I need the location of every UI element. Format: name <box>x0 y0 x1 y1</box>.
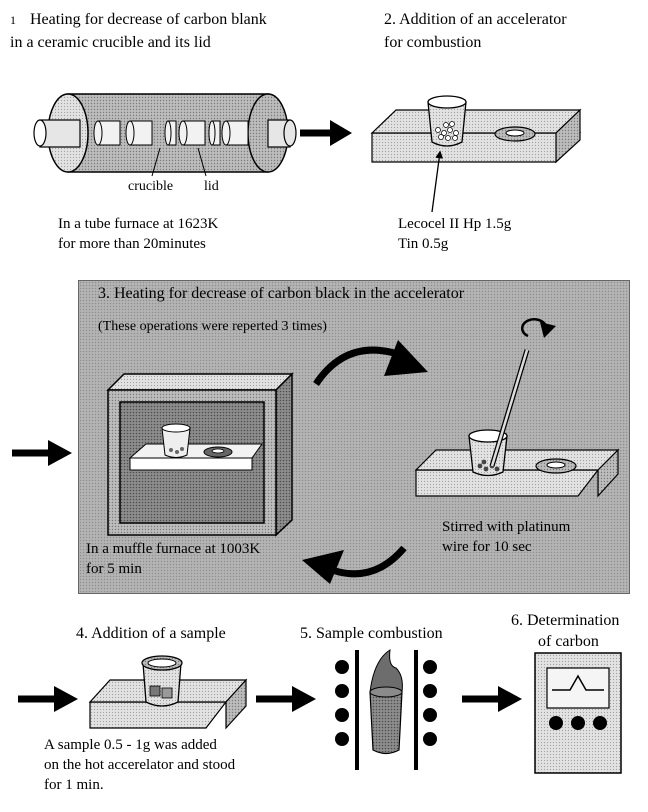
carbon-analyzer-icon <box>534 652 622 774</box>
accelerator-line1: Lecocel II Hp 1.5g <box>398 216 512 232</box>
step1-number: 1 <box>10 13 16 27</box>
sample-line2: on the hot accerelator and stood <box>44 757 236 773</box>
accelerator-line2: Tin 0.5g <box>398 236 449 252</box>
stir-rod-icon <box>489 349 530 467</box>
crucible-label: crucible <box>128 179 174 194</box>
plate-icon <box>414 448 620 498</box>
step6-title-line2: of carbon <box>538 633 599 650</box>
crucible-icon <box>427 95 467 147</box>
stirred-line1: Stirred with platinum <box>442 519 571 535</box>
muffle-furnace-icon <box>106 372 294 537</box>
curved-arrow-icon <box>302 545 407 584</box>
arrow-right-icon <box>300 120 352 146</box>
arrow-right-icon <box>12 440 72 466</box>
step5-title: 5. Sample combustion <box>300 625 443 642</box>
rotation-icon <box>521 318 556 338</box>
curved-arrow-icon <box>313 340 428 386</box>
muffle-line2: for 5 min <box>86 561 142 577</box>
tube-furnace-line2: for more than 20minutes <box>58 236 206 252</box>
tube-furnace-icon <box>33 93 297 177</box>
lid-icon <box>494 126 536 142</box>
step4-title: 4. Addition of a sample <box>76 625 226 642</box>
step1-title-line2: in a ceramic crucible and its lid <box>10 34 211 51</box>
induction-coil-icon <box>335 649 437 770</box>
step3-note: (These operations were reperted 3 times) <box>98 319 327 334</box>
sample-line3: for 1 min. <box>44 777 104 793</box>
arrow-right-icon <box>462 686 522 712</box>
crucible-icon <box>141 655 183 707</box>
lid-icon <box>535 458 577 474</box>
arrow-right-icon <box>256 686 316 712</box>
tube-furnace-line1: In a tube furnace at 1623K <box>58 216 219 232</box>
arrow-right-icon <box>18 686 78 712</box>
step3-title: 3. Heating for decrease of carbon black … <box>98 285 465 302</box>
stirred-line2: wire for 10 sec <box>442 539 532 555</box>
plate-icon <box>370 108 582 164</box>
step2-title-line1: 2. Addition of an accelerator <box>384 11 567 28</box>
muffle-line1: In a muffle furnace at 1003K <box>86 541 261 557</box>
sample-line1: A sample 0.5 - 1g was added <box>44 737 217 753</box>
step3-panel <box>78 280 630 594</box>
lid-label: lid <box>204 179 219 194</box>
step2-title-line2: for combustion <box>384 34 482 51</box>
step1-title-line1: Heating for decrease of carbon blank <box>30 11 267 28</box>
step6-title-line1: 6. Determination <box>511 612 620 629</box>
